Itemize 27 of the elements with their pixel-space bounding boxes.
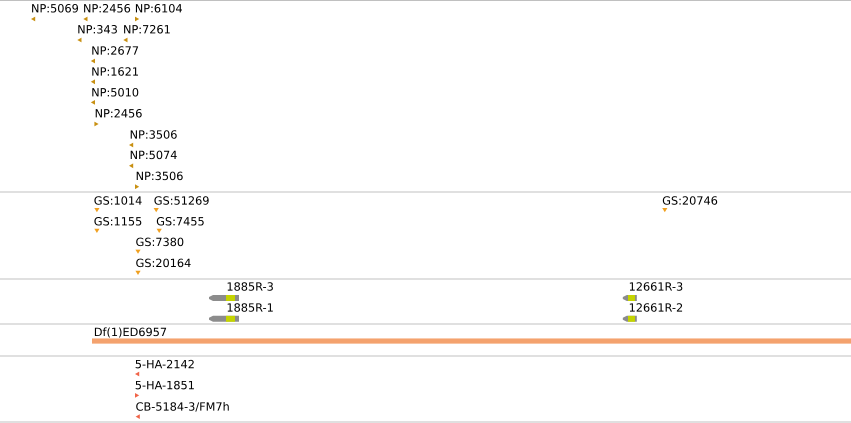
feature-label: GS:7380	[136, 238, 184, 246]
feature-label: NP:3506	[136, 172, 183, 180]
feature-label: NP:7261	[124, 25, 170, 34]
feature-label: NP:5069	[32, 4, 78, 13]
feature-label: NP:3506	[130, 130, 177, 139]
feature-label: NP:5074	[130, 150, 177, 160]
feature-label: 5-HA-1851	[136, 380, 194, 390]
feature-label: GS:1155	[94, 217, 142, 226]
feature-label: NP:2456	[96, 109, 142, 118]
feature-label: NP:2677	[92, 46, 138, 55]
feature-label: 1885R-3	[228, 282, 273, 291]
feature-label: NP:343	[78, 25, 117, 34]
feature-label: GS:20746	[662, 196, 718, 205]
feature-label: 12661R-3	[630, 282, 682, 291]
feature-label: GS:1014	[94, 196, 142, 205]
feature-label: NP:2456	[84, 4, 130, 13]
feature-label: GS:7455	[156, 217, 204, 226]
feature-label: 1885R-1	[228, 303, 273, 312]
feature-label: GS:51269	[154, 196, 209, 205]
feature-label: GS:20164	[136, 258, 191, 268]
feature-label: 12661R-2	[630, 303, 682, 312]
feature-label: CB-5184-3/FM7h	[136, 402, 229, 412]
feature-label: NP:1621	[92, 67, 138, 76]
feature-label: NP:5010	[92, 88, 138, 97]
feature-label: NP:6104	[136, 4, 182, 13]
feature-label: 5-HA-2142	[136, 360, 194, 368]
feature-label: Df(1)ED6957	[94, 327, 166, 338]
